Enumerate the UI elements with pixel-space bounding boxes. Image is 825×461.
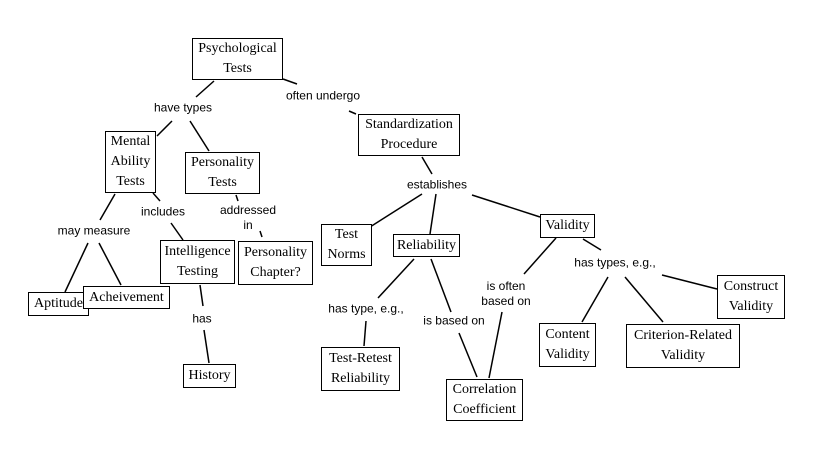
link-may-measure: may measure — [57, 223, 131, 238]
connector-line — [471, 194, 541, 218]
connector-line — [661, 274, 718, 290]
concept-standardization-procedure[interactable]: Standardization Procedure — [358, 114, 460, 156]
connector-line — [64, 242, 89, 293]
link-has-types-eg: has types, e.g., — [574, 255, 656, 270]
concept-test-norms[interactable]: Test Norms — [321, 224, 372, 266]
concept-correlation-coefficient[interactable]: Correlation Coefficient — [446, 379, 523, 421]
connector-line — [581, 276, 609, 323]
connector-line — [430, 258, 452, 313]
concept-personality-tests[interactable]: Personality Tests — [185, 152, 260, 194]
concept-reliability[interactable]: Reliability — [393, 234, 460, 257]
concept-construct-validity[interactable]: Construct Validity — [717, 275, 785, 319]
connector-line — [156, 120, 173, 137]
concept-psychological-tests[interactable]: Psychological Tests — [192, 38, 283, 80]
connector-line — [259, 230, 263, 238]
connector-line — [377, 258, 415, 299]
link-is-based-on: is based on — [423, 313, 485, 328]
connector-line — [429, 193, 437, 235]
connector-line — [199, 284, 204, 307]
connector-line — [488, 311, 503, 379]
concept-achievement[interactable]: Acheivement — [83, 286, 170, 309]
link-includes: includes — [140, 204, 186, 219]
link-has-type-eg: has type, e.g., — [328, 301, 404, 316]
concept-criterion-related-validity[interactable]: Criterion-Related Validity — [626, 324, 740, 368]
connector-line — [421, 156, 433, 175]
link-often-undergo: often undergo — [285, 88, 361, 103]
concept-validity[interactable]: Validity — [540, 214, 595, 238]
connector-line — [195, 80, 215, 98]
connector-line — [203, 329, 210, 364]
connector-line — [458, 332, 478, 378]
connector-line — [99, 193, 116, 221]
link-addressed-in: addressed in — [219, 203, 277, 232]
link-have-types: have types — [153, 100, 213, 115]
concept-intelligence-testing[interactable]: Intelligence Testing — [160, 240, 235, 284]
connector-line — [348, 110, 357, 115]
connector-line — [235, 194, 239, 202]
concept-test-retest-reliability[interactable]: Test-Retest Reliability — [321, 347, 400, 391]
concept-personality-chapter[interactable]: Personality Chapter? — [238, 241, 313, 285]
connector-line — [152, 192, 161, 202]
concept-mental-ability-tests[interactable]: Mental Ability Tests — [105, 131, 156, 193]
connector-line — [582, 238, 602, 251]
concept-aptitude[interactable]: Aptitude — [28, 292, 89, 316]
link-establishes: establishes — [406, 177, 468, 192]
connector-line — [363, 320, 367, 347]
link-has: has — [192, 311, 212, 326]
concept-content-validity[interactable]: Content Validity — [539, 323, 596, 367]
connector-line — [282, 78, 298, 85]
connector-line — [523, 237, 557, 275]
connector-line — [624, 276, 664, 323]
link-is-often-based-on: is often based on — [481, 279, 531, 308]
connector-line — [189, 120, 210, 152]
concept-history[interactable]: History — [183, 364, 236, 388]
connector-line — [369, 193, 423, 228]
connector-line — [98, 242, 122, 286]
connector-line — [170, 222, 184, 241]
